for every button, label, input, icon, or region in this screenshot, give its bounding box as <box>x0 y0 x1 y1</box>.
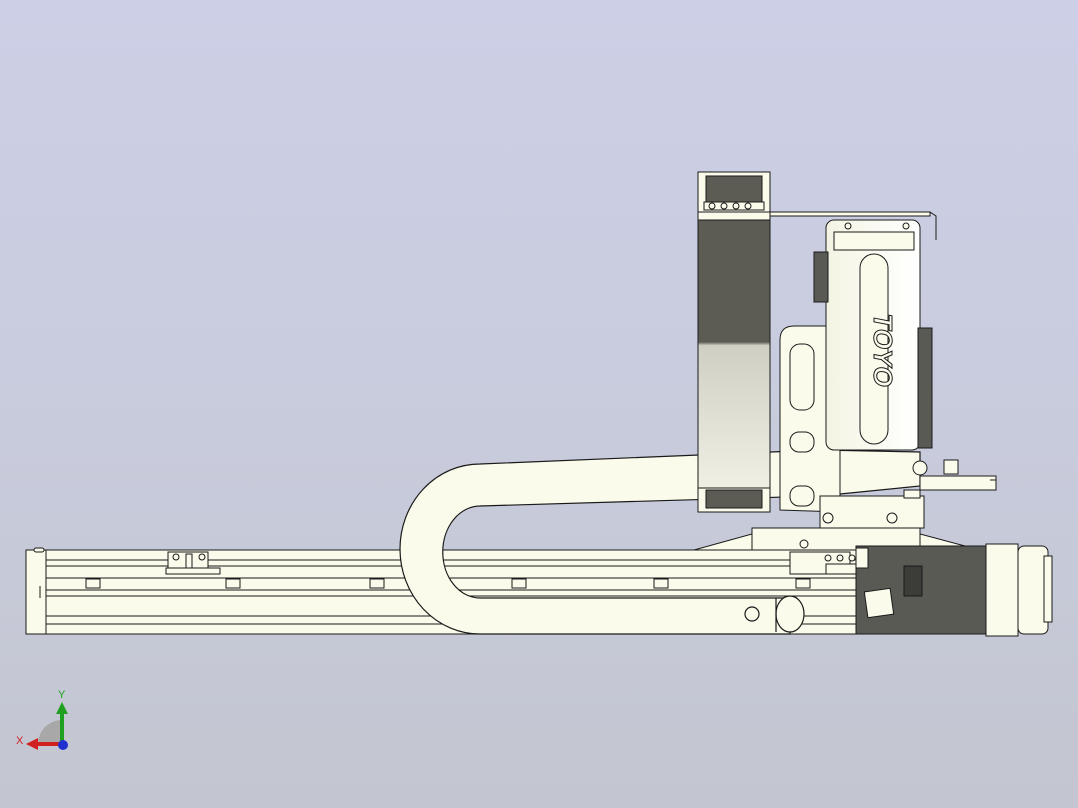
drive-motor <box>855 543 1053 637</box>
upper-cylinder <box>697 171 771 513</box>
chain-upper-pivot <box>912 459 959 476</box>
rotary-motor-housing: TOYO <box>813 219 933 451</box>
triad-y-label: Y <box>58 689 66 701</box>
vertical-bracket <box>779 325 997 529</box>
orientation-triad: Y X <box>16 689 68 750</box>
left-sensor-bracket <box>165 551 221 575</box>
top-cover <box>769 211 937 240</box>
triad-x-label: X <box>16 735 24 747</box>
carriage <box>693 527 981 575</box>
brand-logo: TOYO <box>868 313 898 386</box>
